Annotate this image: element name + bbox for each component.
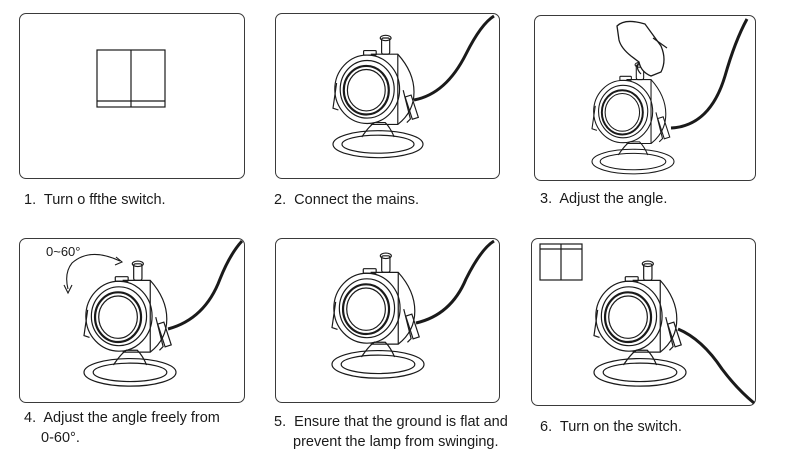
wall-switch-off-icon	[96, 49, 166, 108]
step-2-panel	[275, 13, 500, 179]
step-5-text-line2: prevent the lamp from swinging.	[293, 434, 499, 450]
step-5-number: 5.	[274, 414, 287, 430]
step-4-text-line2: 0-60°.	[41, 430, 80, 446]
step-3-text: Adjust the angle.	[559, 191, 668, 207]
step-3-panel	[534, 15, 756, 181]
step-1-number: 1.	[24, 192, 37, 208]
step-2-text: Connect the mains.	[294, 192, 420, 208]
step-5-caption: 5. Ensure that the ground is flat and pr…	[274, 412, 508, 452]
step-3-caption: 3. Adjust the angle.	[540, 189, 667, 209]
lamp-ground-icon	[330, 239, 495, 380]
step-4-panel: 0~60°	[19, 238, 245, 403]
step-4-text: Adjust the angle freely from	[43, 410, 220, 426]
step-4-caption: 4. Adjust the angle freely from 0-60°.	[24, 408, 220, 448]
hand-lamp-icon	[591, 18, 749, 175]
lamp-tilt-arrow-icon	[63, 239, 244, 388]
step-1-text: Turn o ffthe switch.	[43, 192, 166, 208]
lamp-cable-icon	[331, 14, 495, 159]
angle-range-label: 0~60°	[46, 244, 81, 259]
step-1-caption: 1. Turn o ffthe switch.	[24, 190, 166, 210]
lamp-switch-on-icon	[539, 243, 755, 405]
step-3-number: 3.	[540, 191, 553, 207]
step-6-text: Turn on the switch.	[559, 419, 682, 435]
step-6-number: 6.	[540, 419, 553, 435]
step-5-panel	[275, 238, 500, 403]
step-5-text: Ensure that the ground is flat and	[294, 414, 508, 430]
step-1-panel	[19, 13, 245, 179]
step-6-caption: 6. Turn on the switch.	[540, 417, 682, 437]
step-2-number: 2.	[274, 192, 287, 208]
step-2-caption: 2. Connect the mains.	[274, 190, 419, 210]
step-6-panel	[531, 238, 756, 406]
step-4-number: 4.	[24, 410, 37, 426]
